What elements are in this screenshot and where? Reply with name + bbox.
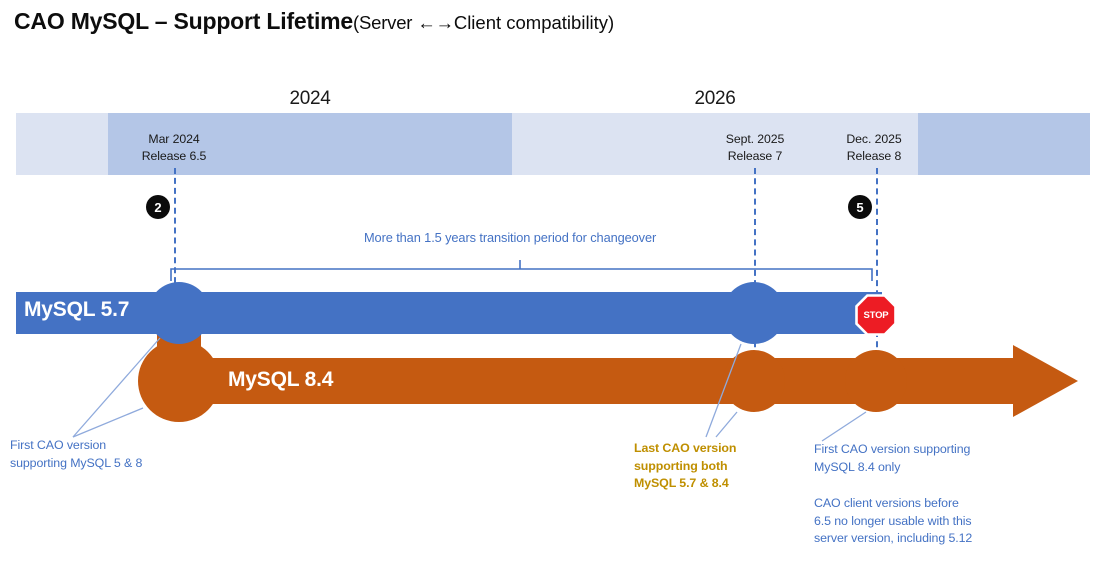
annotation-right-top-line1: First CAO version supporting [814, 442, 971, 456]
release-label-8: Dec. 2025 Release 8 [818, 131, 930, 165]
annotation-left-line1: First CAO version [10, 438, 107, 452]
year-band-2024 [108, 113, 512, 175]
annotation-right-bottom-line2: 6.5 no longer usable with this [814, 513, 972, 528]
arrow-head-84 [1013, 345, 1078, 417]
guide-line-release-65 [174, 168, 176, 303]
bar-label-mysql-5-7: MySQL 5.7 [24, 298, 130, 321]
title-sub-close: Client compatibility) [453, 12, 615, 33]
year-label-2026: 2026 [694, 88, 736, 109]
release-label-7: Sept. 2025 Release 7 [694, 131, 816, 165]
badge-5: 5 [848, 195, 872, 219]
year-band-2026 [918, 113, 1090, 175]
node-84-release7 [723, 350, 785, 412]
annotation-left-line2: supporting MySQL 5 & 8 [10, 455, 143, 470]
guide-line-release-8 [876, 168, 878, 388]
title-sub-open: (Server [353, 12, 418, 33]
node-57-release65 [148, 282, 210, 344]
mysql-57-track [16, 282, 882, 344]
guide-line-release-7 [754, 168, 756, 388]
release-date-65: Mar 2024 [148, 132, 200, 146]
bidirectional-arrow-icon: ←→ [417, 12, 454, 33]
annotation-middle-line3: MySQL 5.7 & 8.4 [634, 476, 729, 490]
annotation-last-cao-both: Last CAO version supporting both MySQL 5… [634, 440, 736, 493]
release-name-7: Release 7 [727, 149, 783, 163]
annotation-right-bottom-line3: server version, including 5.12 [814, 531, 973, 545]
annotation-client-versions-before-65: CAO client versions before 6.5 no longer… [814, 495, 972, 548]
release-label-65: Mar 2024 Release 6.5 [112, 131, 236, 165]
stop-sign: STOP [855, 294, 897, 336]
annotation-middle-line1: Last CAO version [634, 441, 737, 455]
release-date-8: Dec. 2025 [846, 132, 902, 146]
badge-2: 2 [146, 195, 170, 219]
node-84-release8 [845, 350, 907, 412]
annotation-right-bottom-line1: CAO client versions before [814, 496, 959, 510]
node-57-release7 [723, 282, 785, 344]
release-name-8: Release 8 [846, 149, 902, 163]
bar-label-mysql-8-4: MySQL 8.4 [228, 368, 334, 391]
callout-leader-lines [72, 337, 867, 442]
annotation-right-top-line2: MySQL 8.4 only [814, 459, 901, 474]
annotation-first-cao-5-and-8: First CAO version supporting MySQL 5 & 8 [10, 437, 142, 472]
transition-caption: More than 1.5 years transition period fo… [364, 230, 657, 245]
transition-bracket [170, 260, 873, 281]
annotation-middle-line2: supporting both [634, 458, 728, 473]
annotation-first-cao-84-only: First CAO version supporting MySQL 8.4 o… [814, 441, 970, 476]
stop-octagon-icon [855, 294, 897, 336]
page-title: CAO MySQL – Support Lifetime(Server ←→Cl… [14, 8, 614, 35]
title-main-text: CAO MySQL – Support Lifetime [14, 8, 354, 34]
year-band-2025 [512, 113, 918, 175]
year-label-2024: 2024 [289, 88, 331, 109]
release-date-7: Sept. 2025 [725, 132, 785, 146]
year-band-pre [16, 113, 108, 175]
release-name-65: Release 6.5 [141, 149, 207, 163]
